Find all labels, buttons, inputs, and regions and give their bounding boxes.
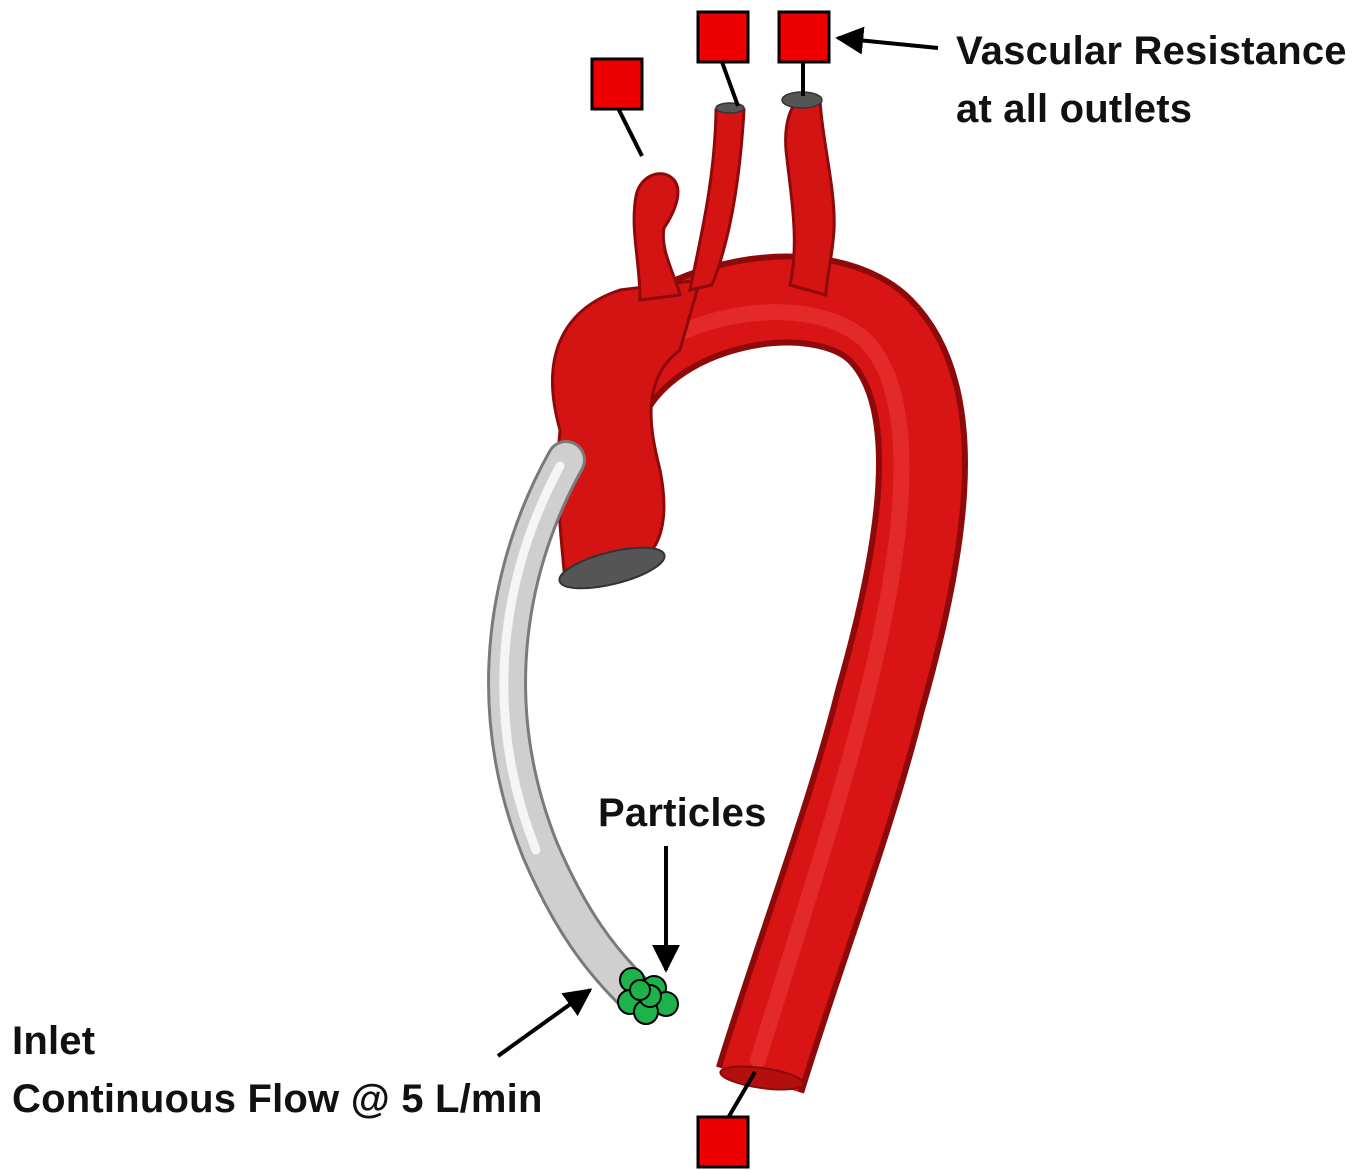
inlet-label: Inlet Continuous Flow @ 5 L/min bbox=[12, 1012, 543, 1128]
resistance-box-subclavian bbox=[779, 12, 829, 62]
particles-cluster bbox=[618, 968, 678, 1024]
inlet-line2: Continuous Flow @ 5 L/min bbox=[12, 1070, 543, 1128]
resistance-box-carotid bbox=[698, 12, 748, 62]
particle bbox=[630, 980, 650, 1000]
inlet-line1: Inlet bbox=[12, 1012, 543, 1070]
vascular-resistance-line2: at all outlets bbox=[956, 80, 1347, 138]
resistance-box-brachiocephalic bbox=[592, 59, 642, 109]
carotid-outlet-cap bbox=[716, 103, 744, 113]
left-subclavian-artery bbox=[786, 100, 835, 295]
resistance-arrow bbox=[838, 38, 938, 48]
vascular-resistance-line1: Vascular Resistance bbox=[956, 22, 1347, 80]
resistance-box-descending bbox=[698, 1117, 748, 1167]
particles-label: Particles bbox=[598, 784, 767, 842]
resistance-connector bbox=[618, 108, 642, 156]
ascending-aorta bbox=[553, 280, 701, 580]
brachiocephalic-artery bbox=[634, 174, 680, 300]
vascular-resistance-label: Vascular Resistance at all outlets bbox=[956, 22, 1347, 138]
resistance-connector bbox=[722, 62, 738, 106]
